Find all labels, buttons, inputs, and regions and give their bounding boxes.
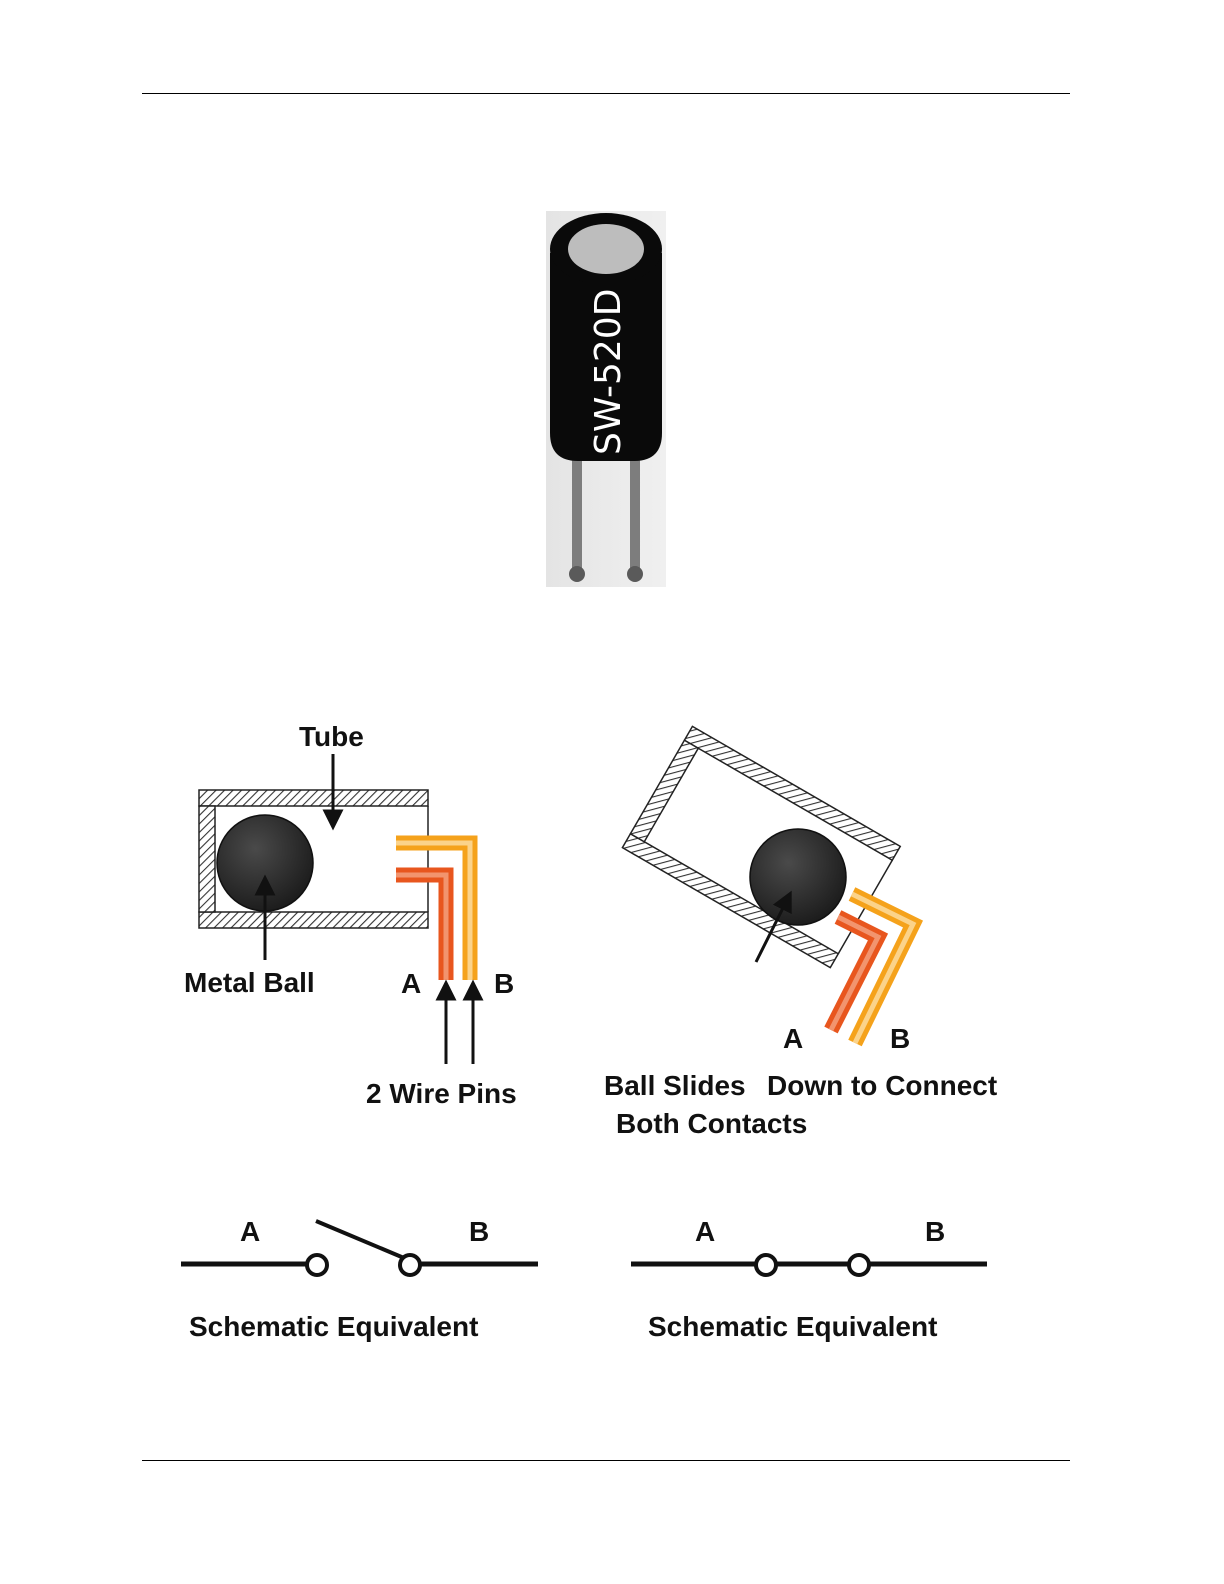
footer-rule — [142, 1460, 1070, 1461]
tilt-switch-diagram: Tube Metal Ball A B 2 Wire Pins A B Ball… — [0, 700, 1224, 1380]
tube-end-wall — [199, 806, 215, 912]
tube-label: Tube — [299, 721, 364, 752]
sensor-lead-tip-right — [627, 566, 643, 582]
tube-top-wall — [199, 790, 428, 806]
schematic-open-terminal-a — [307, 1255, 327, 1275]
header-rule — [142, 93, 1070, 94]
schematic-open-label-b: B — [469, 1216, 489, 1247]
pin-a-label-tilted: A — [783, 1023, 803, 1054]
schematic-open-switch-arm — [316, 1221, 404, 1258]
both-contacts-caption: Both Contacts — [616, 1108, 807, 1139]
metal-ball-tilted — [750, 829, 846, 925]
schematic-open-label-a: A — [240, 1216, 260, 1247]
sensor-lead-right — [630, 451, 640, 575]
sensor-lead-left — [572, 451, 582, 575]
schematic-open-caption: Schematic Equivalent — [189, 1311, 478, 1342]
sensor-cap — [568, 224, 644, 274]
tilt-sensor-illustration: SW-520D — [546, 211, 666, 587]
schematic-closed-label-b: B — [925, 1216, 945, 1247]
pin-b-label-tilted: B — [890, 1023, 910, 1054]
sensor-part-number: SW-520D — [588, 289, 629, 455]
tilted-tube-end-wall — [630, 740, 698, 842]
schematic-closed-terminal-a — [756, 1255, 776, 1275]
sensor-lead-tip-left — [569, 566, 585, 582]
metal-ball-label: Metal Ball — [184, 967, 315, 998]
schematic-open-terminal-b — [400, 1255, 420, 1275]
schematic-closed-caption: Schematic Equivalent — [648, 1311, 937, 1342]
schematic-closed-label-a: A — [695, 1216, 715, 1247]
pin-a-label-upright: A — [401, 968, 421, 999]
pin-b-label-upright: B — [494, 968, 514, 999]
schematic-closed — [631, 1255, 987, 1275]
schematic-closed-terminal-b — [849, 1255, 869, 1275]
ball-slides-caption-part1: Ball Slides — [604, 1070, 746, 1101]
ball-slides-caption-part2: Down to Connect — [767, 1070, 997, 1101]
wire-pins-label: 2 Wire Pins — [366, 1078, 517, 1109]
tube-bottom-wall — [199, 912, 428, 928]
